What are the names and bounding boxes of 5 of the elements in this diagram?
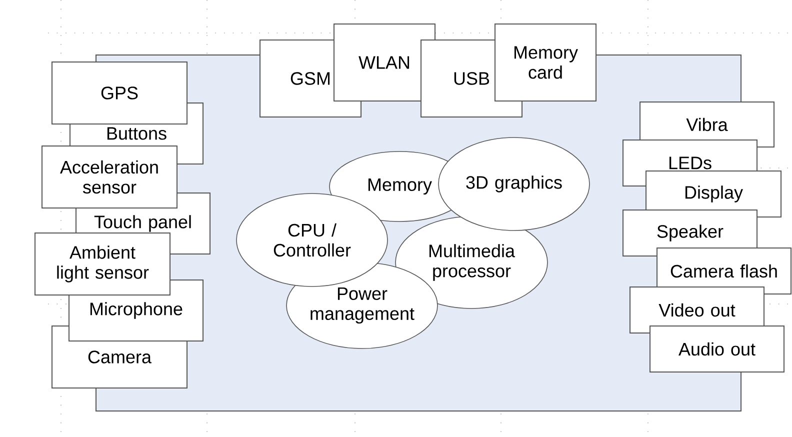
component-box: Acceleration sensor	[42, 146, 178, 208]
component-box: Ambient light sensor	[34, 232, 170, 296]
component-box: Memory card	[494, 24, 596, 102]
component-box: Audio out	[650, 326, 784, 372]
component-box: GPS	[52, 62, 188, 124]
